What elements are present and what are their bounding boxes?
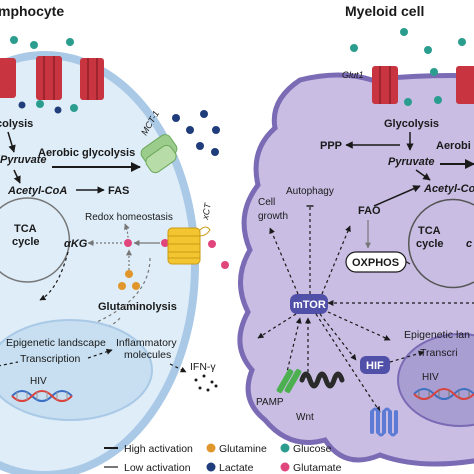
pamp-label: PAMP — [256, 397, 284, 408]
glut1-label: Glut1 — [342, 70, 364, 80]
glutamate-dot — [124, 239, 132, 247]
glucose-dots — [10, 36, 78, 112]
myeloid-pyruvate-label: Pyruvate — [388, 156, 434, 168]
myeloid-nucleus — [397, 333, 474, 427]
lymph-transcription-label: Transcription — [20, 353, 80, 365]
myeloid-c-fragment: c — [466, 238, 472, 250]
lactate-dots-inside — [18, 101, 62, 114]
ifn-gamma-label: IFN-γ — [190, 361, 216, 373]
hif-node — [360, 356, 390, 374]
myeloid-glycolysis-label: Glycolysis — [384, 118, 439, 130]
myeloid-glucose-dots — [350, 28, 466, 106]
pamp-receptor — [276, 368, 302, 394]
fas-label: FAS — [108, 185, 129, 197]
legend-glutamine-label: Glutamine — [219, 443, 267, 455]
legend-lactate-label: Lactate — [219, 462, 254, 474]
gpcr-receptor — [370, 407, 398, 437]
autophagy-label: Autophagy — [286, 186, 334, 197]
glutamate-dot-outside — [208, 240, 216, 248]
aerobic-fragment-label: Aerobi — [436, 140, 471, 152]
myeloid-tca-arc — [407, 198, 474, 289]
cell-growth-label: Cell — [258, 197, 275, 208]
lymph-dna-icon — [11, 390, 73, 402]
glutamate-dot-middle — [161, 239, 169, 247]
legend-glucose-label: Glucose — [293, 443, 332, 455]
glutaminolysis-label: Glutaminolysis — [98, 301, 177, 313]
lymph-epigenetic-label: Epigenetic landscape — [6, 337, 106, 349]
myeloid-epigenetic-label: Epigenetic lan — [404, 329, 470, 341]
lactate-dots-outside — [172, 110, 220, 156]
mct1-transporter — [140, 134, 178, 174]
pyruvate-label: Pyruvate — [0, 154, 46, 166]
legend-low-activation-label: Low activation — [124, 462, 191, 474]
glut1-transporter — [372, 66, 474, 104]
wnt-receptor — [299, 371, 345, 389]
redox-homeostasis-label: Redox homeostasis — [85, 212, 173, 223]
legend-lactate-dot — [206, 462, 216, 472]
wnt-label: Wnt — [296, 412, 314, 423]
molecules-label: molecules — [124, 349, 171, 361]
aerobic-glycolysis-label: Aerobic glycolysis — [38, 147, 135, 159]
hif-label: HIF — [366, 360, 384, 372]
lymphocyte-panel: mphocyte colysis Pyruvate Aerobic glycol… — [0, 3, 229, 474]
mtor-label: mTOR — [293, 299, 326, 311]
lymphocyte-nucleus — [0, 319, 153, 421]
mtor-node — [290, 294, 328, 314]
myeloid-tca-cycle-label: cycle — [416, 238, 444, 250]
tca-cycle-label: cycle — [12, 236, 40, 248]
glutamine-dots — [118, 270, 140, 290]
myeloid-tca-label: TCA — [418, 225, 441, 237]
acetyl-coa-label: Acetyl-CoA — [7, 185, 67, 197]
lymph-hiv-label: HIV — [30, 376, 47, 387]
myeloid-dna-icon — [413, 388, 474, 400]
glycolysis-label: colysis — [0, 118, 33, 130]
myeloid-title: Myeloid cell — [345, 3, 424, 19]
legend-glucose-dot — [280, 443, 290, 453]
legend-high-activation-label: High activation — [124, 443, 193, 455]
fao-label: FAO — [358, 205, 381, 217]
myeloid-hiv-label: HIV — [422, 372, 439, 383]
tca-label: TCA — [14, 223, 37, 235]
glutamate-dot-outside-2 — [221, 261, 229, 269]
xct-transporter — [167, 226, 211, 265]
cell-growth-label-2: growth — [258, 211, 288, 222]
tca-cycle-arc — [0, 197, 71, 283]
glut-transporter — [0, 56, 104, 100]
ppp-label: PPP — [320, 140, 342, 152]
inflammatory-label: Inflammatory — [116, 337, 177, 349]
legend-glutamine-dot — [206, 443, 216, 453]
ifn-gamma-dots — [194, 374, 218, 392]
myeloid-acetyl-coa-label: Acetyl-CoA — [423, 183, 474, 195]
oxphos-label: OXPHOS — [352, 257, 399, 269]
xct-label: xCT — [200, 201, 213, 221]
legend: High activation Low activation Glutamine… — [104, 443, 342, 474]
myeloid-panel: Myeloid cell Glut1 Glycolysis Pyruvate P… — [237, 3, 474, 467]
oxphos-box — [345, 251, 407, 273]
legend-glutamate-label: Glutamate — [293, 462, 342, 474]
legend-glutamate-dot — [280, 462, 290, 472]
lymphocyte-title: mphocyte — [0, 3, 64, 19]
akg-label: αKG — [64, 238, 88, 250]
myeloid-transcription-label: Transcri — [420, 347, 458, 359]
